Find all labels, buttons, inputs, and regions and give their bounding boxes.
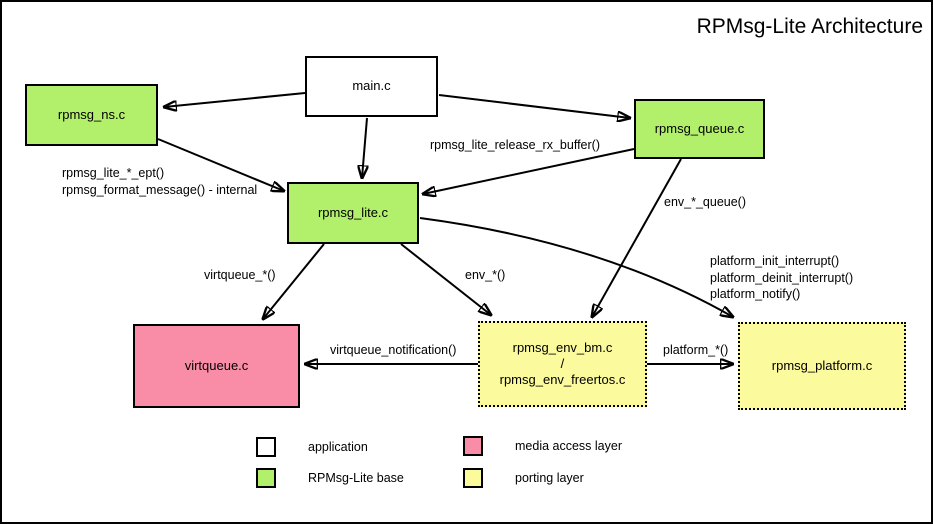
edge-label-release-rx-buffer: rpmsg_lite_release_rx_buffer() bbox=[430, 138, 600, 152]
edge-label-platform-interrupts: platform_init_interrupt() platform_deini… bbox=[710, 254, 854, 301]
arrow-rpmsg-queue-to-env bbox=[592, 158, 682, 317]
arrow-rpmsg-lite-to-platform bbox=[419, 217, 733, 317]
node-main-c: main.c bbox=[305, 56, 438, 117]
arrow-rpmsg-lite-to-env bbox=[400, 243, 491, 315]
legend-swatch-media-access-layer bbox=[463, 436, 483, 456]
legend-label-application: application bbox=[308, 440, 368, 454]
edge-label-platform-star: platform_*() bbox=[663, 343, 729, 357]
node-virtqueue-c: virtqueue.c bbox=[133, 324, 300, 408]
legend-item-media-access-layer: media access layer bbox=[463, 436, 622, 456]
arrow-rpmsg-lite-to-virtqueue bbox=[263, 243, 325, 319]
edge-label-virtqueue-star: virtqueue_*() bbox=[204, 268, 276, 282]
node-rpmsg-queue-c: rpmsg_queue.c bbox=[634, 99, 765, 159]
arrow-main-to-rpmsg-lite bbox=[362, 117, 367, 178]
legend-label-rpmsg-lite-base: RPMsg-Lite base bbox=[308, 471, 404, 485]
legend-label-media-access-layer: media access layer bbox=[515, 439, 622, 453]
arrow-main-to-rpmsg-queue bbox=[438, 94, 630, 118]
edge-label-env-queue: env_*_queue() bbox=[664, 195, 747, 209]
node-rpmsg-ns-c: rpmsg_ns.c bbox=[25, 84, 158, 146]
legend-label-porting-layer: porting layer bbox=[515, 471, 584, 485]
legend-swatch-porting-layer bbox=[463, 468, 483, 488]
node-rpmsg-env: rpmsg_env_bm.c / rpmsg_env_freertos.c bbox=[478, 321, 647, 407]
node-rpmsg-lite-c: rpmsg_lite.c bbox=[287, 182, 419, 244]
node-rpmsg-platform-c: rpmsg_platform.c bbox=[738, 322, 906, 410]
legend-swatch-rpmsg-lite-base bbox=[256, 468, 276, 488]
edge-label-env-star: env_*() bbox=[465, 268, 506, 282]
legend-swatch-application bbox=[256, 437, 276, 457]
legend-item-porting-layer: porting layer bbox=[463, 468, 584, 488]
diagram-title: RPMsg-Lite Architecture bbox=[696, 15, 923, 38]
arrow-rpmsg-queue-to-rpmsg-lite bbox=[423, 148, 635, 194]
legend-item-rpmsg-lite-base: RPMsg-Lite base bbox=[256, 468, 404, 488]
legend-item-application: application bbox=[256, 437, 368, 457]
edge-label-ept-internal: rpmsg_lite_*_ept() rpmsg_format_message(… bbox=[62, 166, 258, 197]
arrow-rpmsg-ns-to-rpmsg-lite bbox=[157, 138, 284, 191]
edge-label-virtqueue-notification: virtqueue_notification() bbox=[330, 343, 457, 357]
arrow-main-to-rpmsg-ns bbox=[164, 92, 306, 107]
